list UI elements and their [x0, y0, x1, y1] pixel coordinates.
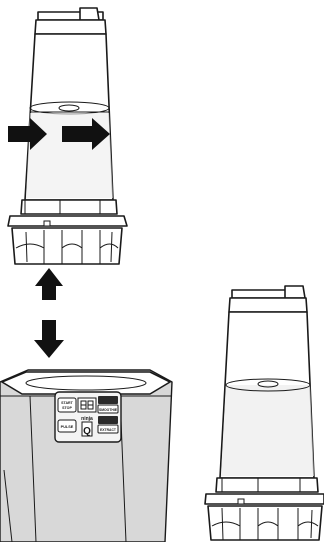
down-arrow-icon [34, 320, 64, 358]
pulse-label: PULSE [61, 425, 74, 429]
brand-label: ninja [81, 416, 93, 422]
display-digits [78, 398, 96, 412]
smoothie-button[interactable]: SMOOTHIE [98, 396, 118, 413]
smoothie-label: SMOOTHIE [99, 408, 118, 412]
motor-base: START STOP SMOOTHIE PULSE ninja Q [0, 370, 172, 542]
up-arrow-icon [35, 268, 63, 300]
attach-arrows [34, 268, 64, 358]
cup-assembly-right [205, 286, 324, 540]
pulse-button[interactable]: PULSE [58, 420, 76, 432]
svg-text:Q: Q [83, 426, 91, 437]
extract-label: EXTRACT [100, 428, 117, 432]
stop-label: STOP [62, 406, 72, 410]
tab-marker [44, 221, 50, 226]
brand-logo: ninja Q [81, 416, 93, 437]
start-label: START [61, 401, 74, 405]
extract-button[interactable]: EXTRACT [98, 416, 118, 433]
control-panel: START STOP SMOOTHIE PULSE ninja Q [55, 392, 121, 442]
start-stop-button[interactable]: START STOP [58, 398, 76, 412]
